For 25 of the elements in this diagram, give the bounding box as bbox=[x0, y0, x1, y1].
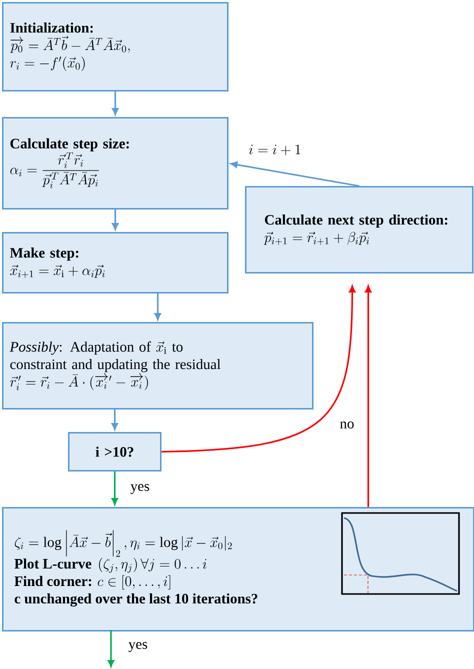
arrow bbox=[161, 286, 356, 453]
process-box: Make step: $\vec{x}_{i+1} = \vec{x}_{\mathrm{i}} + \alpha_i\vec{p}_i$ bbox=[2, 232, 228, 294]
formula-text: $\zeta_i = \log\left|\bar{A}\vec{x} - \vec{b}\right|_2, \eta_i = \log|\vec{x} - \vec{x}_0|_2$ $\textbf{Plot L-curve }\left(\zeta_j,\eta_j\right)\forall j = 0\ldots i$ $\textbf{Find corner: }c\in[0,\ldots,i]$ c unchanged over the last 10 iterations? bbox=[14, 530, 258, 607]
node-label: $\textbf{Plot L-curve }\left(\zeta_j,\eta_j\right)\forall j = 0\ldots i$ bbox=[14, 558, 206, 573]
process-box: Calculate next step direction: $\vec{p}_{i+1} = \vec{r}_{i+1} + \beta_i\vec{p}_i$ bbox=[245, 186, 474, 274]
arrow bbox=[230, 161, 360, 187]
process-box: $\textit{Possibly}\text{: Adaptation of }\vec{x}_{\mathrm{i}}\text{ to}\allowbreak\ \text{constraint and updating the residual}$ $\vec{r}_i^{\,\prime} = \vec{r}_i - \bar{A}\cdot(\overrightarrow{x_i}^{\prime} - \overrightarrow{x_i})$ bbox=[2, 322, 314, 410]
edge-label: yes bbox=[130, 484, 150, 494]
arrow bbox=[112, 92, 119, 115]
process-box bbox=[2, 507, 474, 632]
process-box: Calculate step size: $\alpha_i = \frac{\vec{r}_i^{\,T}\vec{r}_i}{\vec{p}_i^{\,T}\bar{A}^T\bar{A}\vec{p}_i}$ bbox=[2, 117, 228, 210]
arrow bbox=[111, 472, 118, 505]
node-label: $\textbf{Find corner: }c\in[0,\ldots,i]$ bbox=[14, 575, 170, 590]
node-label: c unchanged over the last 10 iterations? bbox=[14, 593, 258, 607]
edge-label: $i = i + 1$ bbox=[248, 144, 300, 156]
arrow bbox=[111, 410, 118, 430]
arrow bbox=[154, 294, 162, 320]
arrow bbox=[112, 210, 119, 230]
process-box: i >10? bbox=[68, 432, 162, 472]
edge-label: no bbox=[340, 422, 354, 428]
arrow bbox=[364, 286, 372, 507]
node-label: $\zeta_i = \log\left|\bar{A}\vec{x} - \vec{b}\right|_2, \eta_i = \log|\vec{x} - \vec{x}_0|_2$ bbox=[14, 530, 232, 557]
arrow bbox=[108, 630, 114, 667]
edge-label: yes bbox=[128, 642, 148, 652]
process-box: Initialization: $\overrightarrow{p_0} = \bar{A}^T\vec{b} - \bar{A}^T\bar{A}\vec{x}_0,$ $r_i = -f'(\vec{x}_0)$ bbox=[2, 2, 228, 92]
